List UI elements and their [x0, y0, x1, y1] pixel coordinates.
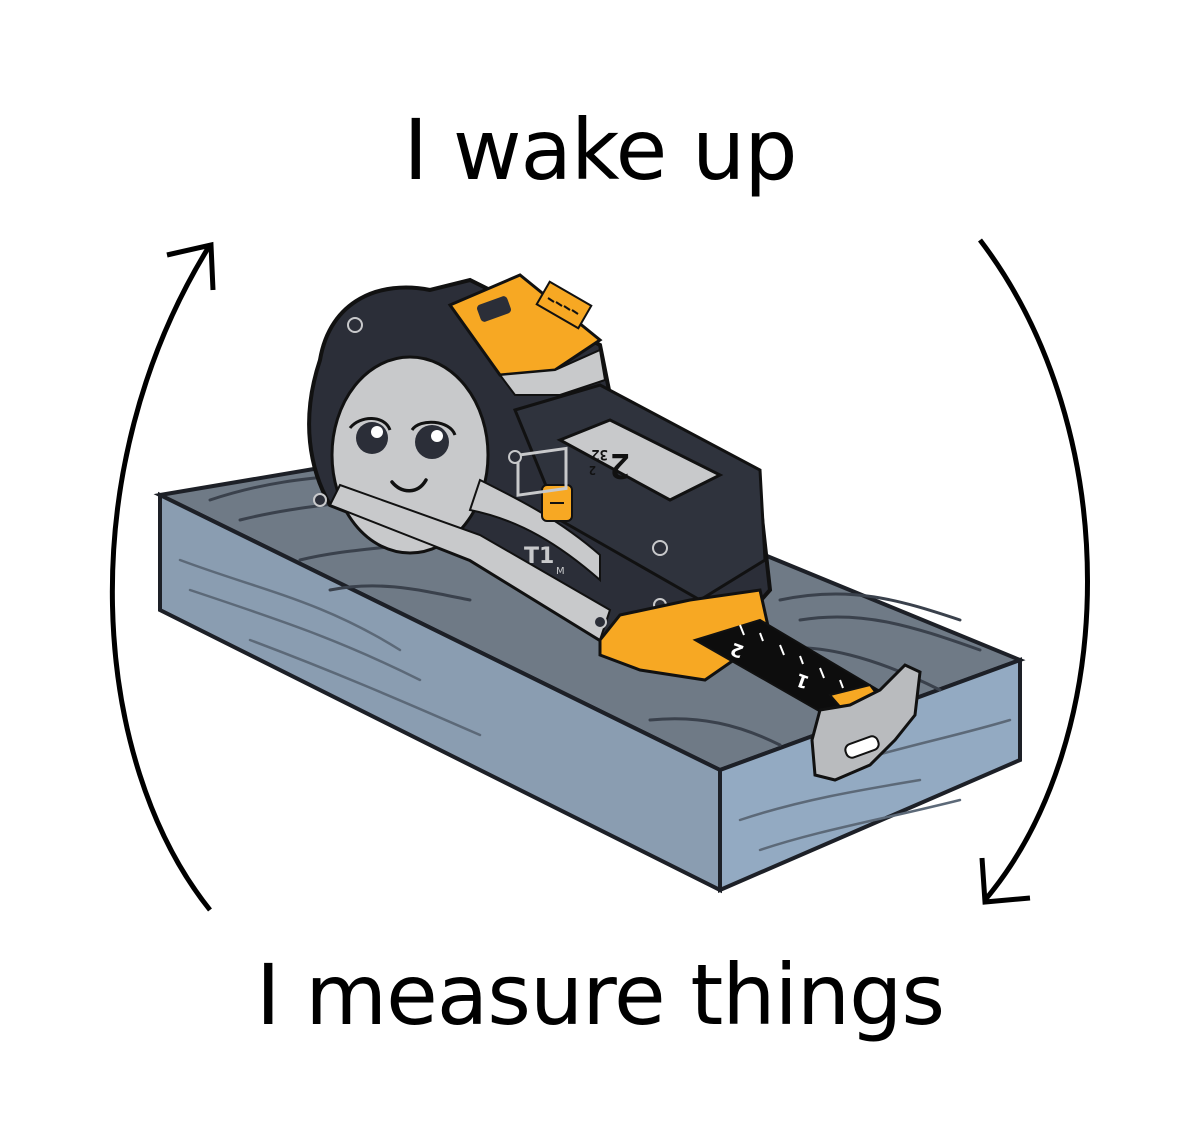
display-small: 2 [589, 463, 596, 477]
top-caption: I wake up [403, 101, 797, 199]
lcd-display: 2 32 2 [556, 418, 724, 502]
display-fraction: 32 [591, 446, 608, 462]
ruler-icon [535, 280, 593, 330]
bottom-caption: I measure things [255, 946, 945, 1044]
smile [390, 478, 428, 493]
cycle-arrow-left-icon [109, 241, 216, 912]
lock-button [447, 273, 603, 377]
eyes [348, 417, 457, 459]
model-label-suffix: M [556, 566, 565, 577]
link-icon [541, 484, 573, 522]
tape-hook [810, 663, 922, 782]
display-reading: 2 [610, 445, 630, 485]
cycle-arrow-right-icon [978, 238, 1090, 905]
